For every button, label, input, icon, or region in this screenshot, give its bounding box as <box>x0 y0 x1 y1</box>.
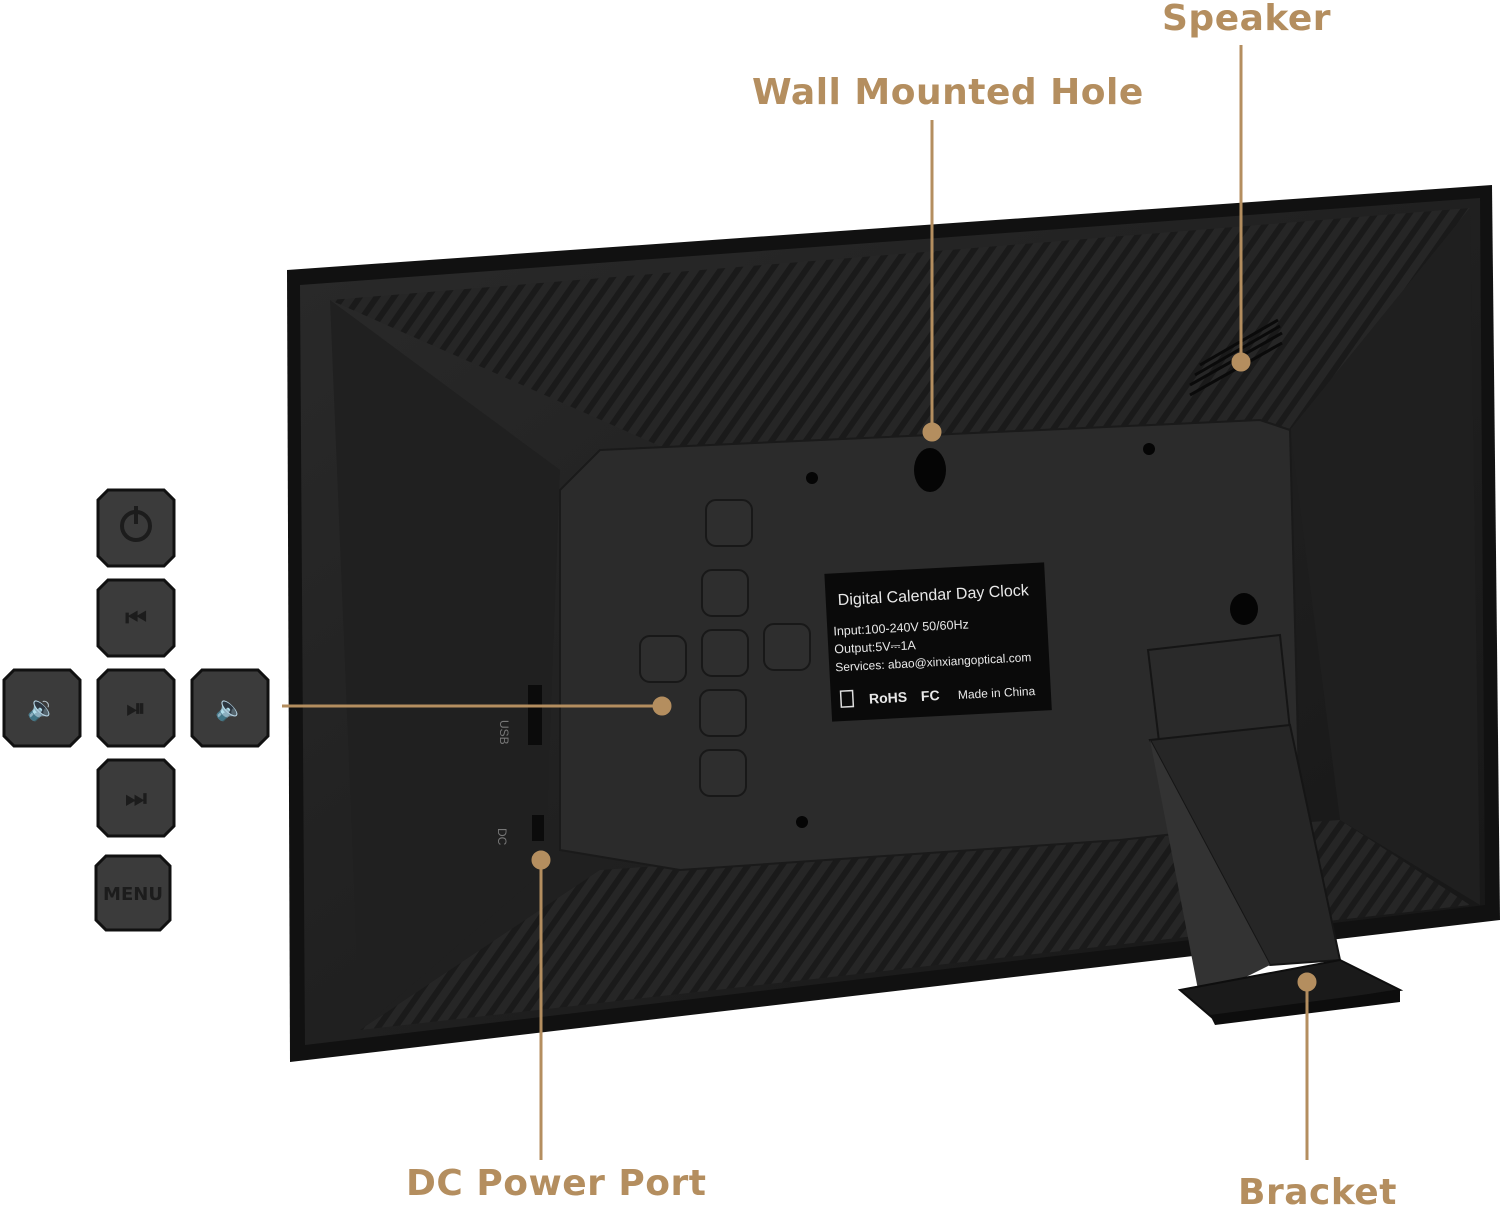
inset-power-button[interactable] <box>96 488 176 568</box>
screw-hole <box>806 472 818 484</box>
skip-back-icon: ⏮ <box>125 604 147 632</box>
label-rohs: RoHS <box>869 689 908 707</box>
top-bevel <box>330 208 1470 455</box>
device-buttons <box>639 499 811 797</box>
inset-previous-button[interactable]: ⏮ <box>96 578 176 658</box>
bin-icon <box>839 689 855 708</box>
inset-volume-down-button[interactable]: 🔉 <box>2 668 82 748</box>
menu-icon: MENU <box>103 884 163 905</box>
bracket <box>1146 633 1404 1025</box>
inset-volume-up-button[interactable]: 🔈 <box>190 668 270 748</box>
play-pause-icon: ⏯ <box>126 694 145 722</box>
right-side <box>1290 208 1480 905</box>
usb-port <box>528 685 542 745</box>
skip-forward-icon: ⏭ <box>125 784 147 812</box>
bracket-mount-hole <box>1230 593 1258 625</box>
usb-port-label: USB <box>497 720 511 745</box>
volume-down-icon: 🔉 <box>27 694 57 722</box>
callout-lines <box>282 45 1317 1160</box>
dc-port-label: DC <box>495 828 509 846</box>
volume-up-icon: 🔈 <box>215 694 245 722</box>
screw-hole <box>796 816 808 828</box>
label-output: Output:5V⎓1A <box>834 638 917 656</box>
label-fc: FC <box>920 687 939 704</box>
device-power-button[interactable] <box>705 499 753 547</box>
inset-menu-button[interactable]: MENU <box>94 854 172 932</box>
wall-mounted-hole-callout: Wall Mounted Hole <box>752 72 1144 113</box>
device-volup-button[interactable] <box>763 623 811 671</box>
product-label: Digital Calendar Day Clock Input:100-240… <box>824 562 1052 722</box>
device-next-button[interactable] <box>699 689 747 737</box>
device-menu-button[interactable] <box>699 749 747 797</box>
device-voldown-button[interactable] <box>639 635 687 683</box>
dc-power-port-callout: DC Power Port <box>406 1163 707 1204</box>
speaker-callout: Speaker <box>1162 0 1332 39</box>
inset-play-pause-button[interactable]: ⏯ <box>96 668 176 748</box>
screw-hole <box>1143 443 1155 455</box>
dc-port <box>532 815 544 841</box>
wall-mount-hole <box>914 448 946 492</box>
inset-next-button[interactable]: ⏭ <box>96 758 176 838</box>
bracket-callout: Bracket <box>1238 1172 1397 1213</box>
left-side <box>330 300 560 1030</box>
device-prev-button[interactable] <box>701 569 749 617</box>
label-made-in: Made in China <box>958 684 1036 702</box>
device-play-button[interactable] <box>701 629 749 677</box>
button-inset: ⏮ 🔉 ⏯ 🔈 ⏭ MENU <box>2 488 270 932</box>
